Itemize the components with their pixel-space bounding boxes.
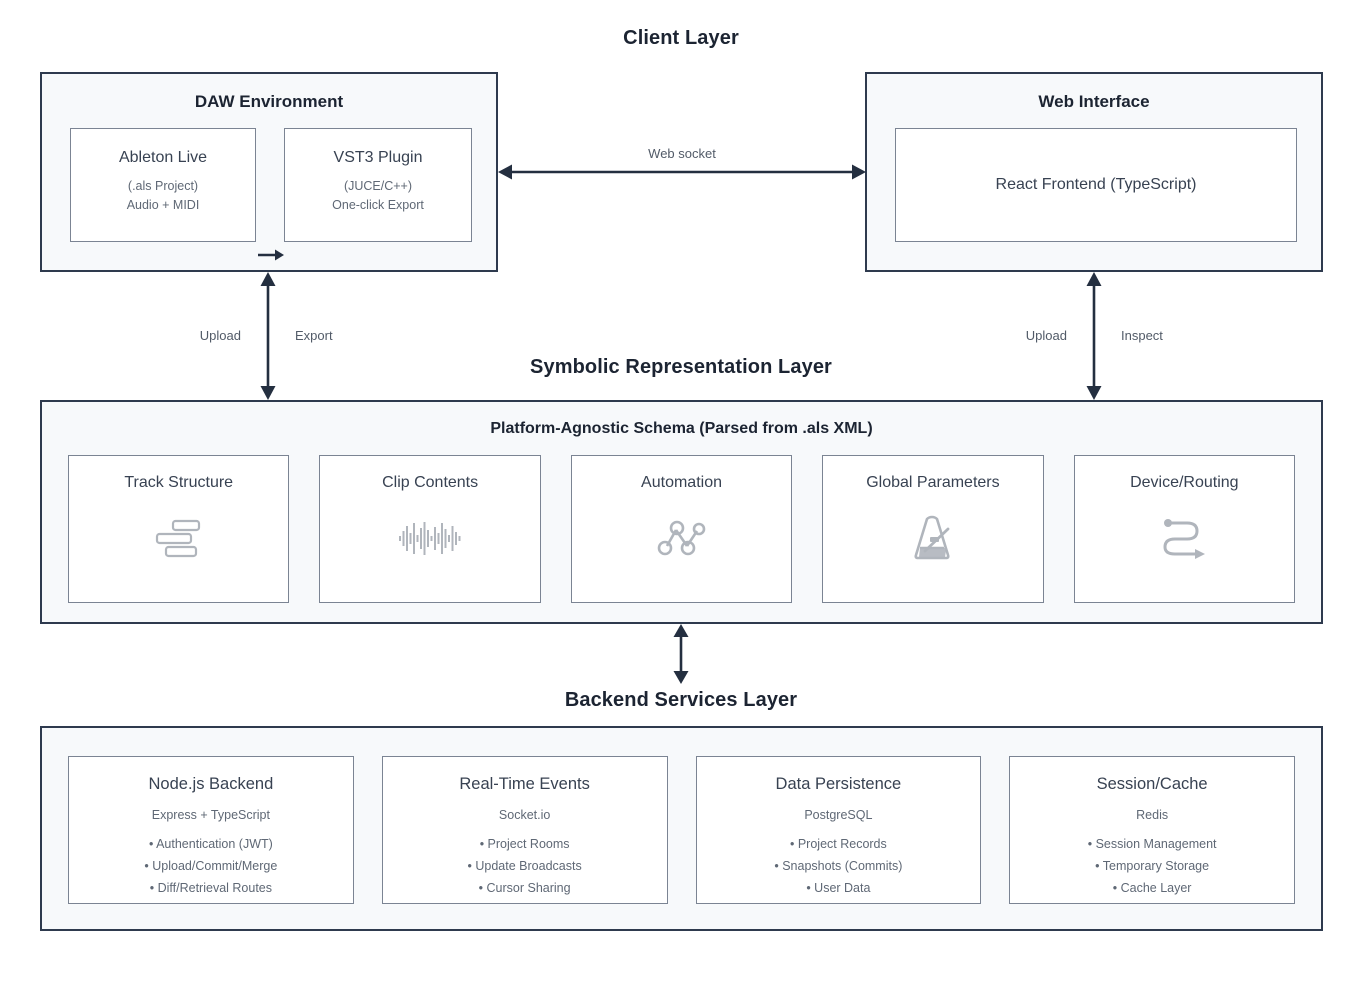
- schema-card-automation: Automation: [570, 455, 793, 603]
- schema-card-title: Automation: [641, 474, 722, 491]
- react-frontend-card: React Frontend (TypeScript): [895, 128, 1297, 242]
- audio-waveform-icon: [398, 515, 462, 561]
- backend-card-title: Real-Time Events: [459, 775, 590, 793]
- schema-card-global-parameters: Global Parameters: [822, 455, 1044, 603]
- backend-card-bullets: • Authentication (JWT) • Upload/Commit/M…: [69, 834, 353, 900]
- web-interface-box: Web Interface React Frontend (TypeScript…: [865, 72, 1323, 272]
- client-layer-title: Client Layer: [623, 27, 739, 49]
- backend-layer-title: Backend Services Layer: [564, 689, 798, 711]
- websocket-connector: Web socket: [498, 146, 866, 182]
- ableton-live-title: Ableton Live: [118, 149, 208, 166]
- schema-backend-connector: [663, 624, 699, 684]
- upload-export-connector: Upload Export: [200, 272, 333, 400]
- arrow-right-icon: [258, 248, 286, 262]
- backend-card-title: Node.js Backend: [148, 775, 274, 793]
- backend-card-subtitle: PostgreSQL: [804, 807, 873, 822]
- bullet-item: • Update Broadcasts: [467, 858, 582, 873]
- schema-cards-row: Track Structure Clip Contents: [68, 455, 1296, 603]
- backend-card-bullets: • Project Rooms • Update Broadcasts • Cu…: [383, 834, 667, 900]
- node-graph-icon: [650, 515, 714, 561]
- backend-cards-row: Node.js Backend Express + TypeScript • A…: [68, 756, 1295, 904]
- backend-card-data-persistence: Data Persistence PostgreSQL • Project Re…: [695, 756, 982, 904]
- backend-card-subtitle: Redis: [1136, 807, 1169, 822]
- ableton-live-card: Ableton Live (.als Project) Audio + MIDI: [70, 128, 256, 242]
- upload-inspect-connector: Upload Inspect: [1026, 272, 1163, 400]
- symbolic-layer-title: Symbolic Representation Layer: [530, 356, 832, 378]
- backend-card-title: Session/Cache: [1096, 775, 1208, 793]
- vst3-plugin-line-2: One-click Export: [332, 198, 424, 213]
- backend-card-subtitle: Socket.io: [498, 807, 551, 822]
- schema-card-title: Track Structure: [124, 474, 234, 491]
- upload-label-left: Upload: [199, 328, 241, 343]
- vst3-plugin-card: VST3 Plugin (JUCE/C++) One-click Export: [284, 128, 472, 242]
- double-arrow-vertical-icon: [250, 272, 286, 404]
- metronome-icon: [901, 515, 965, 561]
- vst3-plugin-title: VST3 Plugin: [333, 149, 423, 166]
- upload-label-left: Upload: [1025, 328, 1067, 343]
- schema-card-track-structure: Track Structure: [68, 455, 290, 603]
- inspect-label-right: Inspect: [1121, 328, 1163, 343]
- bullet-item: • Cache Layer: [1112, 880, 1192, 895]
- export-label-right: Export: [295, 328, 333, 343]
- backend-card-subtitle: Express + TypeScript: [151, 807, 270, 822]
- react-frontend-title: React Frontend (TypeScript): [995, 176, 1197, 193]
- web-interface-heading: Web Interface: [1038, 92, 1150, 111]
- bullet-item: • Session Management: [1087, 837, 1217, 851]
- schema-heading: Platform-Agnostic Schema (Parsed from .a…: [490, 420, 873, 437]
- ableton-live-line-1: (.als Project): [127, 179, 199, 193]
- daw-environment-box: DAW Environment Ableton Live (.als Proje…: [40, 72, 498, 272]
- backend-card-session-cache: Session/Cache Redis • Session Management…: [1009, 756, 1295, 904]
- backend-card-title: Data Persistence: [775, 775, 902, 793]
- bullet-item: • Diff/Retrieval Routes: [149, 880, 272, 895]
- bullet-item: • Snapshots (Commits): [774, 858, 903, 873]
- backend-card-realtime-events: Real-Time Events Socket.io • Project Roo…: [381, 756, 668, 904]
- daw-environment-heading: DAW Environment: [194, 92, 344, 111]
- bullet-item: • Upload/Commit/Merge: [144, 858, 278, 873]
- routing-arrow-icon: [1152, 515, 1216, 561]
- bullet-item: • Authentication (JWT): [148, 837, 273, 851]
- track-clips-icon: [147, 515, 211, 561]
- bullet-item: • Project Records: [789, 837, 887, 851]
- backend-card-node-backend: Node.js Backend Express + TypeScript • A…: [68, 756, 354, 904]
- ableton-live-line-2: Audio + MIDI: [126, 198, 200, 213]
- backend-card-bullets: • Session Management • Temporary Storage…: [1010, 834, 1294, 900]
- double-arrow-vertical-icon: [1076, 272, 1112, 404]
- schema-card-title: Device/Routing: [1130, 474, 1239, 491]
- vst3-plugin-line-1: (JUCE/C++): [343, 179, 413, 193]
- schema-card-clip-contents: Clip Contents: [319, 455, 541, 603]
- schema-card-device-routing: Device/Routing: [1073, 455, 1296, 603]
- double-arrow-vertical-icon: [663, 624, 699, 688]
- bullet-item: • Project Rooms: [479, 837, 570, 851]
- bullet-item: • User Data: [806, 880, 871, 895]
- schema-card-title: Global Parameters: [866, 474, 1000, 491]
- schema-layer-box: Platform-Agnostic Schema (Parsed from .a…: [40, 400, 1323, 624]
- websocket-label: Web socket: [648, 146, 716, 161]
- backend-card-bullets: • Project Records • Snapshots (Commits) …: [697, 834, 981, 900]
- bullet-item: • Cursor Sharing: [478, 880, 571, 895]
- schema-card-title: Clip Contents: [382, 474, 479, 491]
- bullet-item: • Temporary Storage: [1095, 858, 1210, 873]
- backend-layer-box: Node.js Backend Express + TypeScript • A…: [40, 726, 1323, 931]
